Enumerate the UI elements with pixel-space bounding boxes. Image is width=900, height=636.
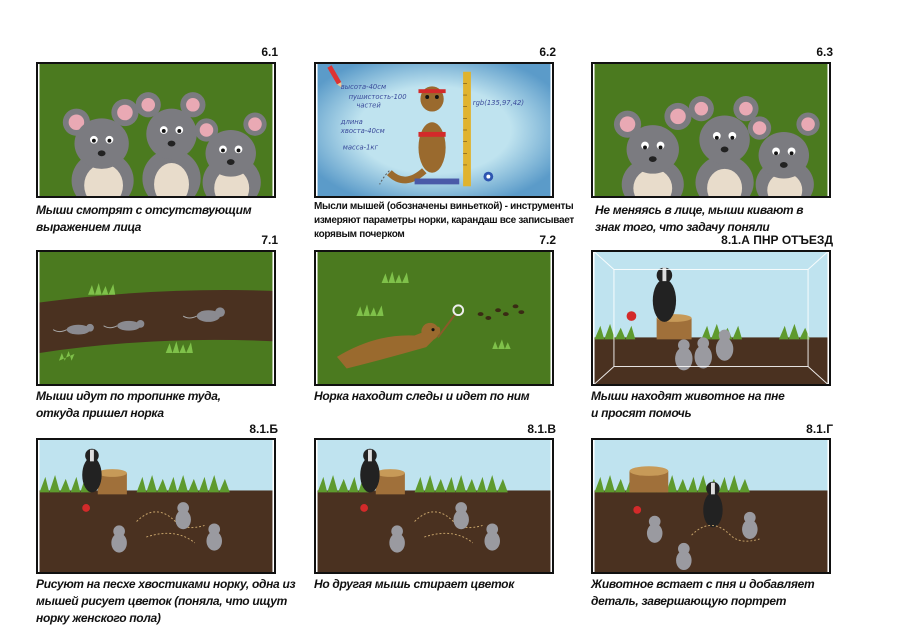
panel-8-1-a-caption: Мыши находят животное на пне и просят по… <box>591 389 785 420</box>
note-parts: частей <box>356 102 381 110</box>
mouse-erases-flower-illustration <box>317 440 551 572</box>
panel-number-6-2: 6.2 <box>539 45 556 59</box>
note-height: высота-40см <box>341 83 386 91</box>
three-mice-nodding-illustration <box>594 64 828 196</box>
three-mice-staring-illustration <box>39 64 273 196</box>
panel-number-6-1: 6.1 <box>261 45 278 59</box>
panel-number-8-1-b: 8.1.Б <box>249 422 278 436</box>
panel-6-3-image <box>591 62 831 198</box>
panel-7-1-caption: Мыши идут по тропинке туда, откуда прише… <box>36 389 221 420</box>
panel-6-2-caption: Мысли мышей (обозначены виньеткой) - инс… <box>314 201 574 240</box>
panel-7-2-caption: Норка находит следы и идет по ним <box>314 389 530 403</box>
panel-8-1-b-caption: Рисуют на песхе хвостиками норку, одна и… <box>36 577 296 625</box>
mice-walking-path-illustration <box>39 252 273 384</box>
animal-completes-portrait-illustration <box>594 440 828 572</box>
mice-draw-mink-in-sand-illustration <box>39 440 273 572</box>
note-tail: хвоста-40см <box>340 127 385 135</box>
panel-number-6-3: 6.3 <box>816 45 833 59</box>
panel-8-1-v-image <box>314 438 554 574</box>
panel-7-1-image <box>36 250 276 386</box>
panel-8-1-g-caption: Животное встает с пня и добавляет деталь… <box>591 577 815 608</box>
panel-number-7-2: 7.2 <box>539 233 556 247</box>
note-fluffiness: пушистость-100 <box>349 93 407 101</box>
mice-find-animal-on-stump-illustration <box>594 252 828 384</box>
panel-6-2-image: высота-40см пушистость-100 частей длина … <box>314 62 554 198</box>
panel-8-1-b-image <box>36 438 276 574</box>
panel-8-1-v-caption: Но другая мышь стирает цветок <box>314 577 514 591</box>
panel-number-8-1-a: 8.1.А ПНР ОТЪЕЗД <box>721 233 833 247</box>
panel-number-8-1-v: 8.1.В <box>527 422 556 436</box>
panel-8-1-g-image <box>591 438 831 574</box>
panel-number-7-1: 7.1 <box>261 233 278 247</box>
note-rgb: rgb(135,97,42) <box>473 99 524 107</box>
panel-6-1-image <box>36 62 276 198</box>
panel-6-1-caption: Мыши смотрят с отсутствующим выражением … <box>36 203 252 234</box>
note-length: длина <box>340 118 363 126</box>
panel-7-2-image <box>314 250 554 386</box>
note-mass: масса-1кг <box>343 143 379 151</box>
panel-8-1-a-image <box>591 250 831 386</box>
mouse-thoughts-measuring-mink-illustration: высота-40см пушистость-100 частей длина … <box>317 64 551 196</box>
panel-6-3-caption: Не меняясь в лице, мыши кивают в знак то… <box>595 203 804 234</box>
mink-following-tracks-illustration <box>317 252 551 384</box>
panel-number-8-1-g: 8.1.Г <box>806 422 833 436</box>
